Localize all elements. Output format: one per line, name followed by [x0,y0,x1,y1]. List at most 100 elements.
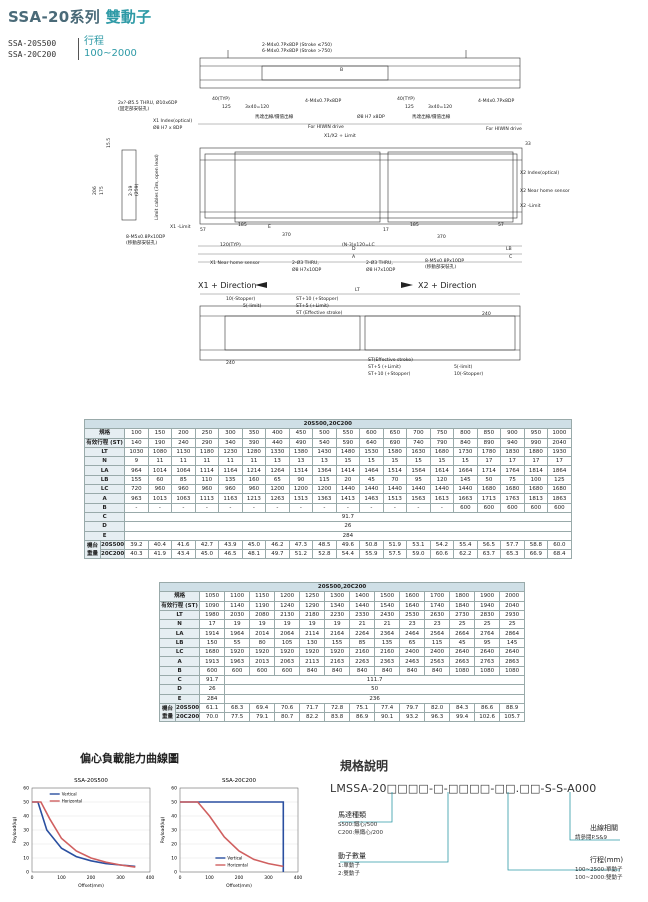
table-cell: 105 [274,637,301,649]
table-cell: 2864 [499,628,526,639]
table-cell: 86.6 [474,702,501,714]
table-cell: - [265,502,290,513]
table-cell: 58.8 [523,539,549,551]
table-cell: 800 [453,428,478,439]
table-cell: 45 [449,637,476,649]
table-cell: 1640 [399,600,426,611]
table-cell: 490 [288,437,314,448]
table-cell: 850 [476,428,502,439]
table-cell: 1600 [399,591,426,602]
legend-label: Vertical [227,856,242,861]
table-cell: 11 [171,456,196,467]
table-cell: 1200 [312,484,337,495]
x-tick-label: 400 [146,875,155,881]
x-tick-label: 300 [264,875,273,881]
table-cell: 1114 [194,465,220,476]
table-cell: 88.9 [499,702,526,714]
svg-text:X1 + Direction: X1 + Direction [198,281,257,290]
series-line-horizontal [180,801,284,868]
table-cell: 600 [224,665,251,676]
table-cell: 750 [429,428,455,439]
table-cell: 1050 [199,591,226,602]
table-cell: 600 [453,502,478,513]
table-cell: 46.2 [265,539,290,551]
table-cell: 2014 [249,628,276,639]
series-line-horizontal [32,801,136,868]
table-cell: 1440 [349,600,376,611]
divider [78,38,79,60]
table-cell: 50.8 [359,539,384,551]
top-view-body [199,57,521,89]
x-tick-label: 200 [87,875,96,881]
svg-text:馬達出線/價值出線: 馬達出線/價值出線 [255,113,294,120]
svg-text:X1 Near home sensor: X1 Near home sensor [210,260,260,266]
main-view-body [199,147,523,225]
table-cell: 1140 [224,600,251,611]
svg-text:2-M4x0.7Px8DP (Stroke ≤750): 2-M4x0.7Px8DP (Stroke ≤750) [262,42,332,48]
table-cell: 1000 [547,428,572,439]
table-cell: 77.4 [374,702,401,714]
x-tick-label: 200 [235,875,244,881]
table-cell: 2264 [349,628,376,639]
table-cell: 960 [171,484,196,495]
table-cell: 960 [241,484,267,495]
table-cell: 1163 [218,493,243,504]
table-cell: 45.0 [194,549,220,560]
table-cell: 1680 [523,484,549,495]
svg-text:X1 -Limit: X1 -Limit [170,224,191,230]
table-cell: 1340 [324,600,351,611]
spec-code: LMSSA-20□□□□-□-□□□□-□□.□□-S-S-A000 [330,782,597,795]
row-header: LB [83,474,126,486]
table-cell: 1414 [335,465,361,476]
table-cell: 99.4 [449,712,476,723]
table-cell: 650 [382,428,408,439]
table-cell: 54.4 [335,549,361,560]
table-cell: 1263 [265,493,290,504]
table-cell: 1530 [359,446,384,458]
table-cell: 840 [299,665,326,676]
svg-text:125: 125 [222,104,231,110]
table-cell: 1380 [288,446,314,458]
table-cell: 390 [241,437,267,448]
table-cell: 600 [199,665,226,676]
svg-text:6-M4x0.7Px8DP (Stroke >750): 6-M4x0.7Px8DP (Stroke >750) [262,48,332,54]
table-cell: 1763 [500,493,525,504]
table-cell: 66.9 [523,549,549,560]
table-cell: 1313 [288,493,314,504]
svg-text:5(-limit): 5(-limit) [454,364,472,370]
spec-type-2: C200:無鐵心/200 [338,830,384,836]
table-cell: 19 [224,619,251,630]
table-cell: 1714 [476,465,502,476]
table-cell: 17 [523,456,549,467]
x-axis-label: Offset(mm) [226,883,252,889]
row-header: LC [158,647,201,658]
table-cell: 1680 [429,446,455,458]
x-tick-label: 400 [294,875,303,881]
x-tick-label: 100 [205,875,214,881]
row-header: B [158,665,201,676]
table-cell: 1080 [474,665,501,676]
table-cell: 47.3 [288,539,314,551]
svg-text:370: 370 [437,234,446,240]
spec-travel-title: 出線相關 [590,824,618,832]
chart-title: SSA-20C200 [222,778,257,784]
svg-text:17: 17 [383,227,389,233]
table-cell: 25 [499,619,526,630]
svg-text:40(TYP): 40(TYP) [397,96,415,102]
table-cell: 1613 [429,493,455,504]
table-cell: 48.5 [312,539,337,551]
table-cell: 1680 [199,647,226,658]
row-header: D [158,684,201,695]
table-cell: 11 [194,456,220,467]
svg-text:2-Ø3 THRU,: 2-Ø3 THRU, [292,259,319,266]
table-cell: 1290 [299,600,326,611]
svg-text:Ø8 H7 x 8DP: Ø8 H7 x 8DP [153,124,182,131]
svg-text:For HIWIN drive: For HIWIN drive [486,126,522,132]
table-cell: 80.7 [274,712,301,723]
table-cell: 2830 [474,609,501,621]
svg-text:8-M5x0.8Px10DP: 8-M5x0.8Px10DP [425,258,464,264]
